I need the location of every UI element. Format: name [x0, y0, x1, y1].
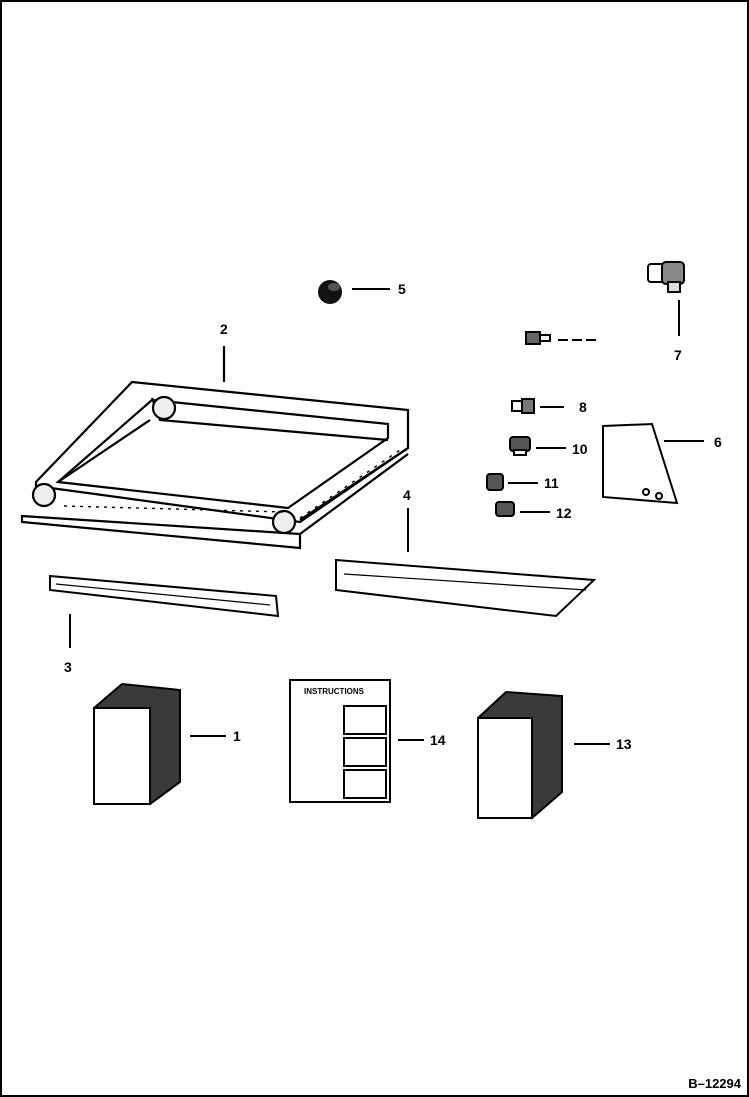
part-5-grommet: [318, 280, 390, 304]
part-11-nut: [486, 473, 538, 491]
figure-id: B–12294: [688, 1076, 741, 1091]
part-6-plate: [602, 422, 704, 505]
part-8-bolt: [511, 398, 564, 414]
callout-6: 6: [714, 434, 722, 450]
callout-4: 4: [403, 487, 411, 503]
part-14-instruction-sheet: [289, 679, 424, 803]
callout-10: 10: [572, 441, 588, 457]
part-13-box: [476, 690, 610, 820]
part-4-strip: [335, 508, 597, 618]
part-2-frame: [20, 346, 410, 550]
callout-7: 7: [674, 347, 682, 363]
part-10-nut: [509, 436, 566, 456]
part-1-box: [92, 682, 226, 806]
part-bolt-upper: [525, 331, 600, 345]
callout-2: 2: [220, 321, 228, 337]
callout-12: 12: [556, 505, 572, 521]
callout-3: 3: [64, 659, 72, 675]
callout-14: 14: [430, 732, 446, 748]
callout-5: 5: [398, 281, 406, 297]
callout-8: 8: [579, 399, 587, 415]
part-3-strip: [49, 574, 280, 648]
callout-13: 13: [616, 736, 632, 752]
callout-1: 1: [233, 728, 241, 744]
instruction-sheet-heading: INSTRUCTIONS: [304, 687, 365, 696]
part-7-fitting: [647, 261, 685, 336]
callout-11: 11: [544, 475, 559, 491]
part-12-bolt: [495, 501, 550, 517]
